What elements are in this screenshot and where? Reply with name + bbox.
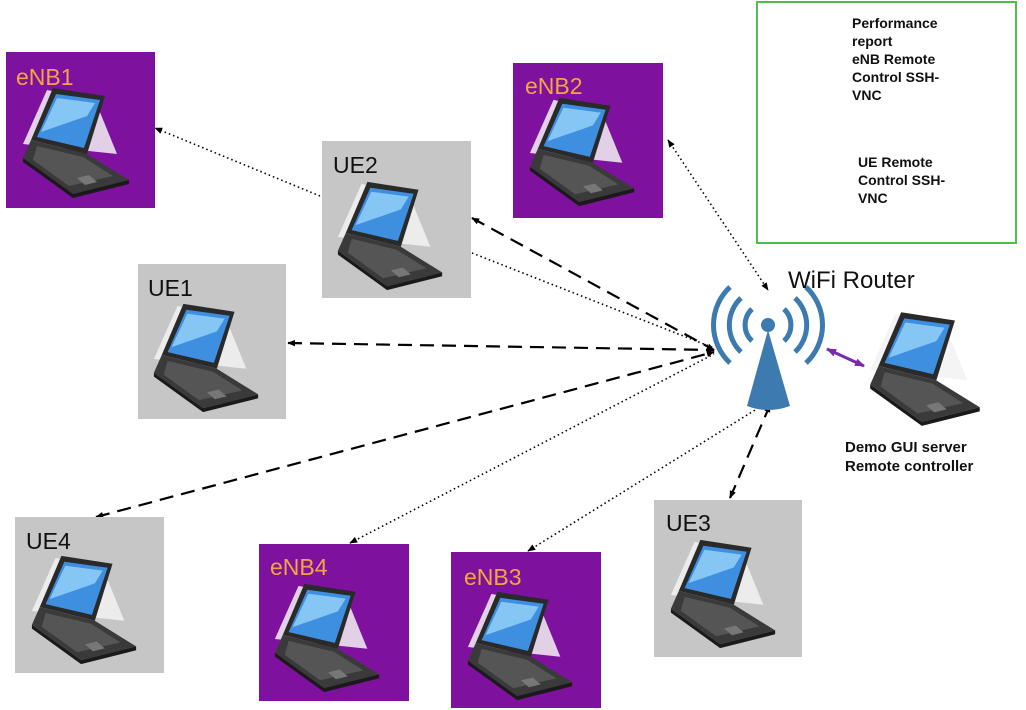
link-ue2-router-dotted (471, 252, 715, 349)
legend-dashed-line1: UE Remote (858, 154, 933, 170)
legend-dashed-line3: VNC (858, 190, 888, 206)
legend-box (756, 1, 1017, 244)
enb1-label: eNB1 (16, 64, 74, 90)
node-enb2 (513, 63, 663, 218)
link-ue4-router-dashed (95, 350, 715, 519)
legend-dotted-text: Performance report eNB Remote Control SS… (852, 14, 939, 104)
ue4-label: UE4 (26, 528, 71, 554)
link-enb4-router-dotted (349, 353, 715, 544)
legend-dotted-line2: report (852, 33, 893, 49)
legend-dotted-line3: eNB Remote (852, 51, 936, 67)
server-laptop-icon (870, 312, 980, 426)
enb4-label: eNB4 (270, 554, 328, 580)
link-router-server (826, 347, 865, 368)
server-caption-line2: Remote controller (845, 458, 974, 475)
wifi-router-icon (711, 285, 825, 410)
node-ue2 (322, 141, 471, 298)
link-ue2-enb1-dotted (154, 127, 321, 197)
node-ue4 (15, 517, 164, 673)
legend-dashed-text: UE Remote Control SSH- VNC (858, 153, 945, 207)
link-enb3-router-dotted (527, 401, 769, 552)
enb3-label: eNB3 (464, 564, 522, 590)
legend-dotted-line1: Performance (852, 15, 938, 31)
ue2-label: UE2 (333, 152, 378, 178)
node-enb4 (259, 544, 409, 701)
node-enb3 (451, 552, 601, 708)
node-enb1 (6, 52, 155, 208)
link-ue3-router-dashed (728, 404, 772, 499)
link-ue2-router-dashed (471, 217, 715, 351)
enb2-label: eNB2 (525, 73, 583, 99)
ue1-label: UE1 (148, 275, 193, 301)
link-enb2-router-dotted (667, 139, 769, 291)
legend-dotted-line4: Control SSH- (852, 69, 940, 85)
ue3-label: UE3 (666, 510, 711, 536)
link-ue1-router-dashed (287, 339, 715, 354)
wifi-router-label: WiFi Router (788, 267, 915, 294)
server-caption: Demo GUI server Remote controller (845, 438, 1025, 476)
legend-dotted-line5: VNC (852, 87, 882, 103)
server-caption-line1: Demo GUI server (845, 439, 967, 456)
node-ue1 (138, 264, 286, 419)
legend-dashed-line2: Control SSH- (858, 172, 946, 188)
node-ue3 (654, 500, 802, 657)
